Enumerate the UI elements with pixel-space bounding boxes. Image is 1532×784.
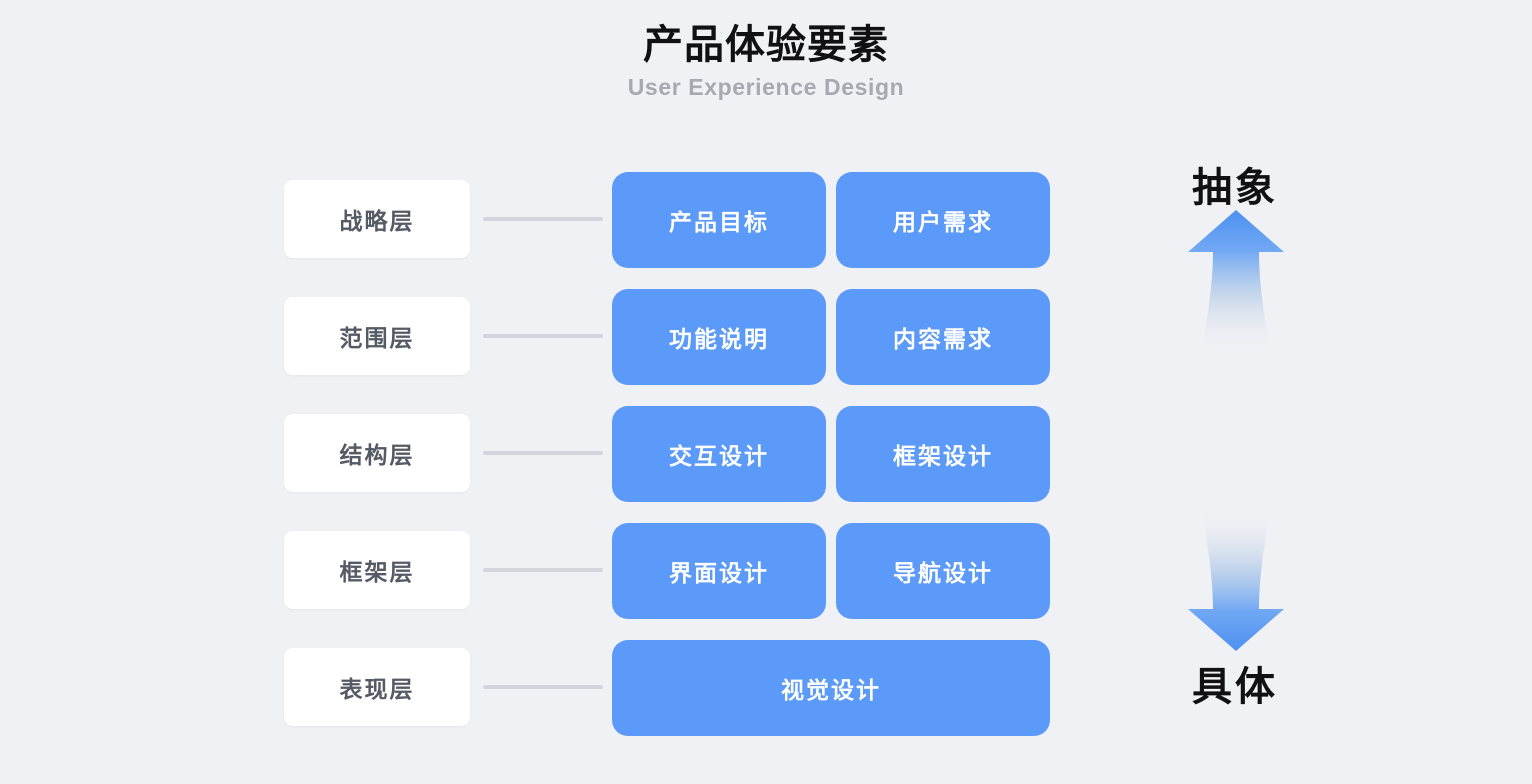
element-box-interaction-design[interactable]: 交互设计	[612, 406, 826, 502]
element-box-interface-design[interactable]: 界面设计	[612, 523, 826, 619]
page-subtitle: User Experience Design	[627, 74, 905, 100]
element-box-label: 导航设计	[893, 560, 993, 586]
element-box-label: 视觉设计	[781, 677, 881, 703]
connector-line	[483, 568, 603, 572]
layer-card-strategy[interactable]: 战略层	[284, 180, 470, 258]
abstraction-axis: 抽象	[1135, 150, 1335, 750]
element-box-label: 框架设计	[893, 443, 993, 469]
layer-card-scope[interactable]: 范围层	[284, 297, 470, 375]
ux-layers-diagram: 战略层 产品目标 用户需求 范围层 功能说明 内容需求 结构层 交互设计	[0, 160, 1532, 740]
axis-label-concrete: 具体	[1192, 665, 1278, 709]
element-box-label: 交互设计	[669, 443, 769, 469]
layer-card-label: 框架层	[339, 559, 415, 585]
arrow-down-gradient-icon	[1183, 505, 1289, 653]
connector-line	[483, 685, 603, 689]
layer-row-skeleton: 框架层 界面设计 导航设计	[0, 523, 1532, 619]
layer-card-label: 表现层	[339, 676, 415, 702]
layer-row-strategy: 战略层 产品目标 用户需求	[0, 172, 1532, 268]
element-box-label: 产品目标	[669, 209, 769, 235]
element-box-label: 用户需求	[893, 209, 993, 235]
element-box-feature-spec[interactable]: 功能说明	[612, 289, 826, 385]
connector-line	[483, 451, 603, 455]
connector-line	[483, 334, 603, 338]
connector-line	[483, 217, 603, 221]
element-box-visual-design[interactable]: 视觉设计	[612, 640, 1050, 736]
layer-row-scope: 范围层 功能说明 内容需求	[0, 289, 1532, 385]
layer-card-skeleton[interactable]: 框架层	[284, 531, 470, 609]
element-box-wireframe-design[interactable]: 框架设计	[836, 406, 1050, 502]
element-box-label: 内容需求	[893, 326, 993, 352]
element-box-content-needs[interactable]: 内容需求	[836, 289, 1050, 385]
layer-row-surface: 表现层 视觉设计	[0, 640, 1532, 736]
layer-row-structure: 结构层 交互设计 框架设计	[0, 406, 1532, 502]
layer-card-surface[interactable]: 表现层	[284, 648, 470, 726]
element-box-navigation-design[interactable]: 导航设计	[836, 523, 1050, 619]
layer-card-label: 范围层	[339, 325, 415, 351]
element-box-label: 界面设计	[669, 560, 769, 586]
layer-card-structure[interactable]: 结构层	[284, 414, 470, 492]
layer-card-label: 战略层	[339, 208, 415, 234]
element-box-product-goal[interactable]: 产品目标	[612, 172, 826, 268]
axis-label-abstract: 抽象	[1192, 166, 1278, 210]
element-box-user-needs[interactable]: 用户需求	[836, 172, 1050, 268]
page-header: 产品体验要素 User Experience Design	[0, 22, 1532, 101]
layer-card-label: 结构层	[339, 442, 415, 468]
element-box-label: 功能说明	[669, 326, 769, 352]
arrow-up-gradient-icon	[1183, 208, 1289, 356]
page-title: 产品体验要素	[643, 23, 889, 67]
